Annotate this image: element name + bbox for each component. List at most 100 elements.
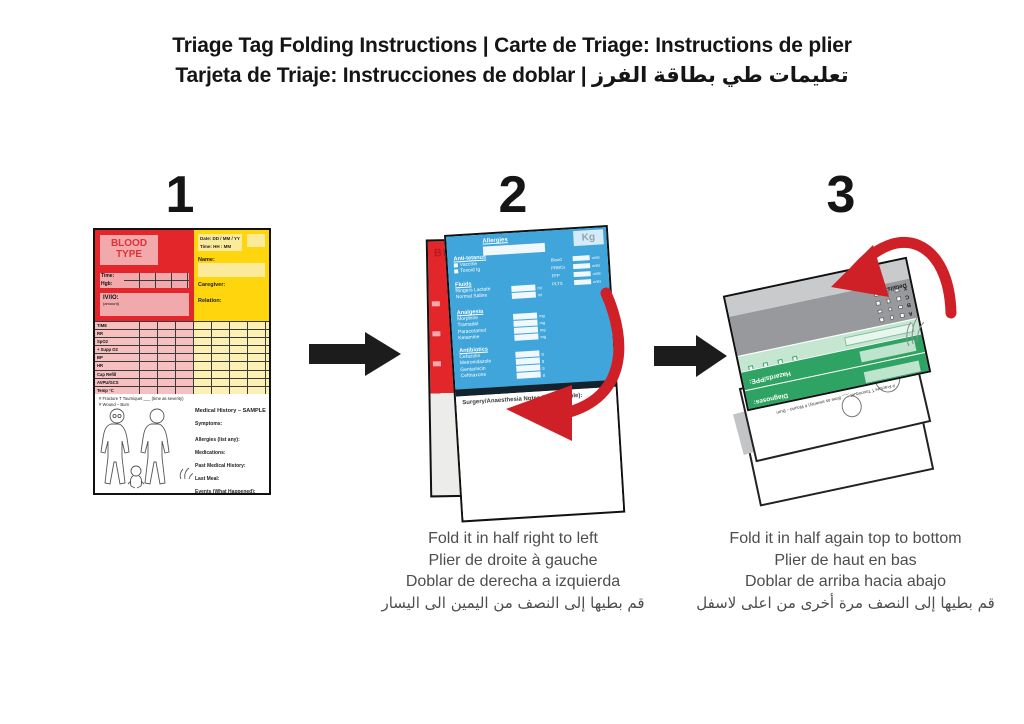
caption-fr: Plier de haut en bas — [774, 551, 917, 569]
caption-fr: Plier de droite à gauche — [428, 551, 598, 569]
allergies-label: Allergies — [482, 237, 508, 245]
analgesia-item-label: Ketamine — [458, 333, 480, 342]
checkbox — [875, 300, 882, 306]
antibiotic-unit: g — [541, 351, 544, 357]
analgesia-unit: mg — [538, 313, 545, 319]
vitals-row-label: AVPU/GCS — [97, 379, 119, 385]
spine-mark — [431, 301, 440, 307]
vitals-table: TIME RR SpO2 + Supp O2 BP HR Cap Refill … — [95, 321, 269, 394]
tag-yellow-section: Date: DD / MM / YY Time: HH : MM Name: C… — [194, 230, 269, 321]
fluids-unit: ml — [537, 292, 543, 298]
vitals-row: HR — [95, 361, 269, 370]
page-title-line2: Tarjeta de Triaje: Instrucciones de dobl… — [175, 64, 849, 87]
vitals-row: BP — [95, 353, 269, 362]
blood-product-label: PLTS — [552, 280, 563, 287]
history-field: Allergies (list any): — [195, 437, 240, 443]
checkbox — [879, 317, 885, 323]
assessment-letter: C — [904, 293, 910, 300]
hgb-label: Hgb: — [101, 280, 113, 287]
blood-product-field — [573, 271, 591, 278]
id-box — [247, 234, 265, 247]
ivio-box: IV/IO: (amount) — [100, 293, 189, 316]
ivio-sublabel: (amount) — [103, 301, 120, 306]
checkbox — [877, 308, 883, 315]
caregiver-label: Caregiver: — [198, 282, 226, 288]
analgesia-section: Analgesia Morphine Tramadol Paracetamol … — [457, 309, 487, 342]
vitals-row-label: Temp °C — [97, 387, 114, 393]
history-field: Events (What Happened): — [195, 489, 256, 495]
relation-label: Relation: — [198, 298, 222, 304]
tag-top-sections: BLOOD TYPE Time:Hgb: IV/IO: (amount) Dat… — [95, 230, 269, 321]
blue-treatment-panel: Kg Allergies Anti-tetanus Vaccine Toxoid… — [446, 227, 616, 397]
vitals-row-label: BP — [97, 355, 103, 361]
blood-product-unit: units — [593, 279, 602, 284]
anti-tetanus-item: Toxoid Ig — [454, 267, 487, 275]
spine-mark — [432, 361, 441, 367]
antibiotic-field — [516, 371, 541, 379]
vitals-row-label: RR — [97, 331, 104, 337]
step-3-caption: Fold it in half again top to bottom Plie… — [688, 528, 1003, 614]
fluids-unit: ml — [537, 285, 542, 291]
caption-ar: قم بطيها إلى النصف مرة أخرى من اعلى لاسف… — [696, 593, 995, 612]
vitals-row: Temp °C — [95, 385, 269, 394]
page-title-line1: Triage Tag Folding Instructions | Carte … — [172, 34, 852, 57]
injury-legend-line2: # Wound – Burn — [99, 401, 130, 407]
time-line: Time: HH : MM — [200, 244, 232, 249]
blood-product-field — [573, 279, 592, 286]
ivio-label: IV/IO: — [103, 295, 119, 301]
vitals-row-label: HR — [97, 363, 104, 369]
vitals-row-label: + Supp O2 — [97, 347, 118, 353]
antibiotic-unit: g — [542, 372, 546, 378]
analgesia-unit: mg — [539, 326, 546, 333]
history-field: Past Medical History: — [195, 463, 246, 469]
time-hgb-grid: Time:Hgb: — [100, 273, 189, 288]
blood-product-label: Blood — [550, 256, 562, 263]
vitals-row: Cap Refill — [95, 369, 269, 378]
blood-type-box: BLOOD TYPE — [100, 235, 158, 265]
vitals-row: + Supp O2 — [95, 345, 269, 354]
caption-es: Doblar de arriba hacia abajo — [744, 573, 946, 590]
checkbox — [887, 306, 894, 312]
blood-product-label: PRBCs — [551, 264, 566, 271]
vitals-row: AVPU/GCS — [95, 377, 269, 386]
tag-red-section: BLOOD TYPE Time:Hgb: IV/IO: (amount) — [95, 230, 194, 321]
antibiotic-unit: g — [542, 365, 545, 371]
history-field: Medications: — [195, 450, 226, 456]
checkbox — [454, 269, 459, 274]
weight-kg-box: Kg — [573, 229, 604, 247]
page-title: Triage Tag Folding Instructions | Carte … — [0, 31, 1024, 91]
medical-history-column: Medical History – SAMPLE Symptoms: Aller… — [195, 408, 266, 495]
triage-tag-fold-step2: BLOOD Kg Allergies Anti-tetanus Vaccine … — [425, 224, 628, 525]
assessment-letter: B — [906, 301, 912, 309]
date-line: Date: DD / MM / YY — [200, 236, 240, 241]
caption-ar: قم بطيها إلى النصف من اليمين الى اليسار — [381, 593, 645, 612]
tag-white-section: # Fracture T Tourniquet ___ (time as sev… — [95, 394, 269, 495]
body-diagram — [100, 408, 193, 489]
blood-product-field — [572, 255, 590, 262]
anti-tetanus-item-label: Toxoid Ig — [460, 267, 481, 275]
hand-doodle-icon — [906, 317, 925, 347]
blood-product-field — [573, 263, 591, 270]
step-arrow-1-icon — [309, 332, 401, 376]
medical-history-title: Medical History – SAMPLE — [195, 408, 266, 414]
step-arrow-2-icon — [654, 335, 727, 377]
caption-en: Fold it in half right to left — [428, 530, 598, 547]
analgesia-unit: mg — [540, 333, 547, 340]
vitals-row-label: SpO2 — [97, 339, 108, 345]
vitals-row: TIME — [95, 321, 269, 330]
checkbox — [453, 263, 458, 268]
checkbox — [889, 314, 895, 321]
antibiotic-item-label: Ceftriaxone — [460, 371, 487, 380]
caption-en: Fold it in half again top to bottom — [729, 530, 962, 547]
triage-tag-unfolded: BLOOD TYPE Time:Hgb: IV/IO: (amount) Dat… — [93, 228, 271, 495]
fluids-field — [511, 291, 536, 299]
vitals-row-label: TIME — [97, 323, 108, 328]
time-hgb-gridlines — [124, 273, 189, 288]
vitals-row: SpO2 — [95, 337, 269, 346]
time-label: Time: — [101, 273, 115, 279]
checkbox — [898, 304, 904, 310]
hand-doodle-icon — [179, 467, 193, 480]
step-2-caption: Fold it in half right to left Plier de d… — [368, 528, 658, 614]
